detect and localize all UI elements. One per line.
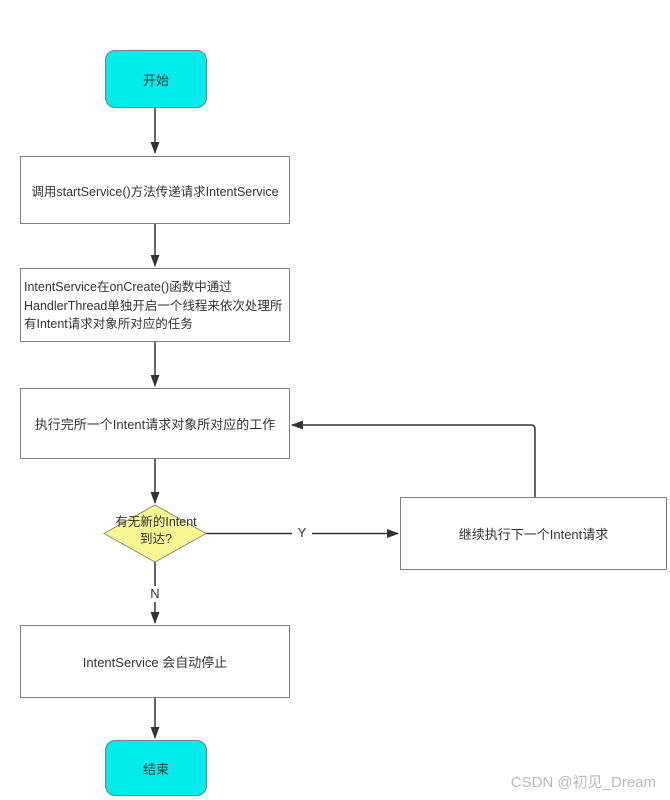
- process-auto-stop: IntentService 会自动停止: [20, 625, 290, 698]
- process-oncreate-line3: 有Intent请求对象所对应的任务: [24, 317, 193, 331]
- process-execute-intent-work: 执行完所一个Intent请求对象所对应的工作: [20, 388, 290, 459]
- start-node-label: 开始: [142, 72, 169, 88]
- process-oncreate-handlerthread: IntentService在onCreate()函数中通过 HandlerThr…: [20, 268, 290, 342]
- process-call-startservice-label: 调用startService()方法传递请求IntentService: [31, 184, 279, 199]
- process-oncreate-line2: HandlerThread单独开启一个线程来依次处理所: [24, 298, 283, 313]
- decision-line1: 有无新的Intent: [115, 515, 197, 529]
- start-node: 开始: [105, 50, 207, 108]
- edge-label-no: N: [145, 586, 165, 602]
- edge-label-yes: Y: [292, 525, 312, 541]
- process-continue-next-intent: 继续执行下一个Intent请求: [400, 497, 667, 570]
- process-execute-intent-work-label: 执行完所一个Intent请求对象所对应的工作: [34, 417, 276, 432]
- end-node-label: 结束: [142, 761, 169, 777]
- csdn-watermark: CSDN @初见_Dream: [510, 774, 656, 791]
- decision-new-intent: 有无新的Intent 到达?: [102, 514, 210, 548]
- decision-line2: 到达?: [140, 532, 172, 546]
- process-call-startservice: 调用startService()方法传递请求IntentService: [20, 156, 290, 224]
- end-node: 结束: [105, 740, 207, 796]
- process-oncreate-line1: IntentService在onCreate()函数中通过: [24, 280, 232, 294]
- process-continue-next-intent-label: 继续执行下一个Intent请求: [458, 527, 609, 542]
- arrow-continue-loop-to-execute: [291, 420, 536, 497]
- process-auto-stop-label: IntentService 会自动停止: [82, 655, 228, 670]
